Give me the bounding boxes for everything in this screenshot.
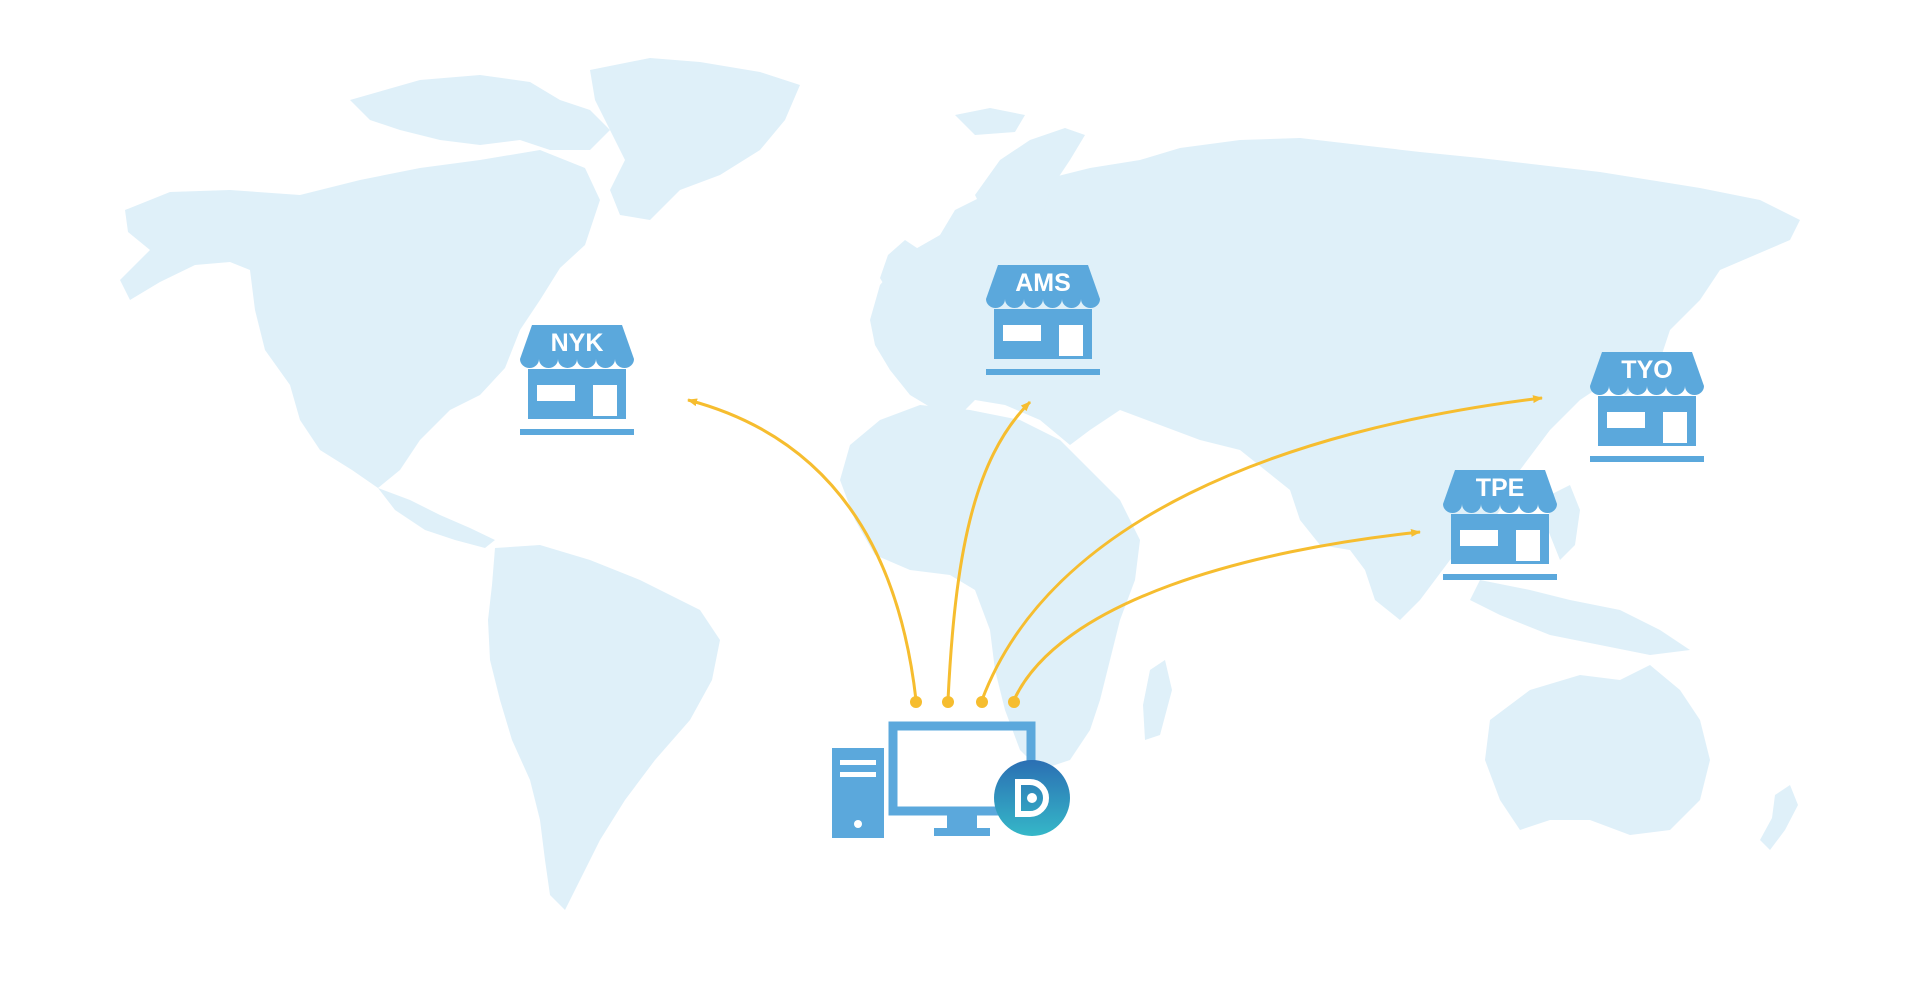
- arrow-to-tyo: [980, 395, 1543, 701]
- store-ams[interactable]: AMS: [986, 265, 1100, 375]
- store-label: NYK: [551, 329, 604, 357]
- continent-africa: [840, 405, 1140, 770]
- arrow-origin-dots: [910, 696, 1020, 708]
- store-label: TYO: [1621, 356, 1672, 384]
- continent-scandinavia: [975, 128, 1085, 250]
- connection-arrows: [687, 395, 1543, 701]
- continent-se-asia-islands: [1470, 580, 1690, 655]
- continent-greenland: [590, 58, 800, 220]
- continent-north-america: [120, 150, 600, 488]
- continent-australia: [1485, 665, 1710, 835]
- world-map: [120, 58, 1800, 910]
- continent-south-america: [488, 545, 720, 910]
- origin-dot: [942, 696, 954, 708]
- origin-dot: [976, 696, 988, 708]
- arrow-to-ams: [946, 400, 1032, 701]
- continent-iceland: [955, 108, 1025, 135]
- store-nyk[interactable]: NYK: [520, 325, 634, 435]
- desktop-tower-icon: [832, 748, 884, 838]
- continent-eurasia: [870, 138, 1800, 620]
- store-tyo[interactable]: TYO: [1590, 352, 1704, 462]
- arrow-to-tpe: [1012, 528, 1421, 701]
- origin-dot: [1008, 696, 1020, 708]
- hub-computer[interactable]: [832, 721, 1070, 838]
- app-logo-icon: [994, 760, 1070, 836]
- arrow-to-nyk: [687, 398, 918, 701]
- store-label: AMS: [1015, 269, 1071, 297]
- store-tpe[interactable]: TPE: [1443, 470, 1557, 580]
- store-label: TPE: [1476, 474, 1525, 502]
- continent-new-zealand: [1760, 785, 1798, 850]
- continent-arctic-islands: [350, 75, 610, 150]
- origin-dot: [910, 696, 922, 708]
- continent-central-america: [378, 488, 495, 548]
- continent-british-isles: [880, 240, 920, 300]
- continent-madagascar: [1143, 660, 1172, 740]
